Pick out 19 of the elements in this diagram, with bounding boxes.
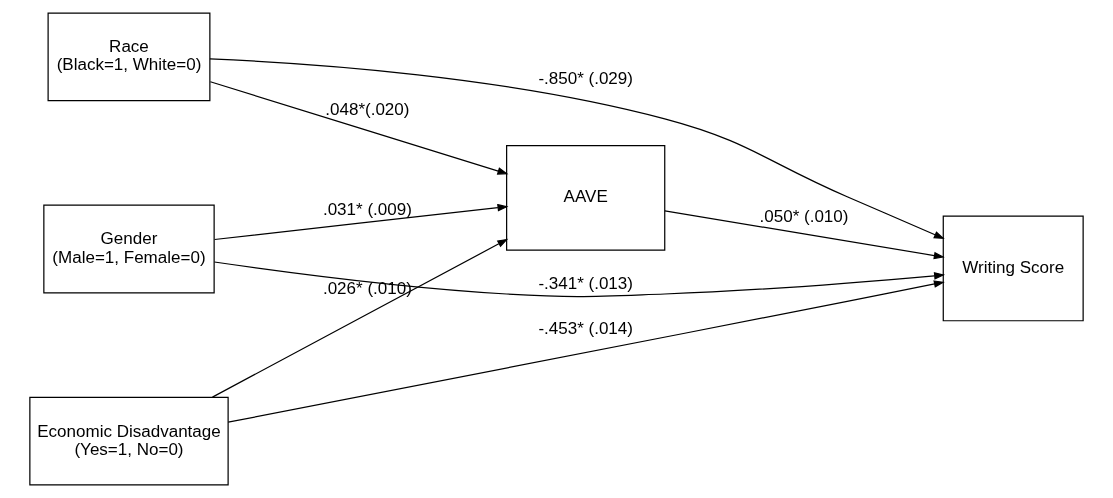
arrow bbox=[209, 58, 945, 240]
edge-label: .031* (.009) bbox=[322, 200, 412, 220]
node-box: Writing Score bbox=[942, 215, 1084, 322]
arrow bbox=[664, 210, 945, 260]
node-box: AAVE bbox=[506, 145, 666, 251]
arrow bbox=[209, 81, 509, 175]
arrow bbox=[211, 238, 509, 398]
edge-label: .050* (.010) bbox=[759, 207, 849, 227]
edge-label: .026* (.010) bbox=[322, 279, 412, 299]
node-box: Economic Disadvantage (Yes=1, No=0) bbox=[29, 396, 229, 486]
edge-label: .048*(.020) bbox=[325, 100, 410, 120]
arrow bbox=[213, 261, 946, 298]
node-box: Gender (Male=1, Female=0) bbox=[43, 204, 215, 294]
node-box: Race (Black=1, White=0) bbox=[47, 12, 211, 102]
arrow bbox=[227, 280, 945, 423]
arrow bbox=[214, 203, 509, 241]
edge-label: -.850* (.029) bbox=[538, 68, 633, 88]
edge-label: -.341* (.013) bbox=[538, 274, 633, 294]
edge-label: -.453* (.014) bbox=[538, 319, 633, 339]
